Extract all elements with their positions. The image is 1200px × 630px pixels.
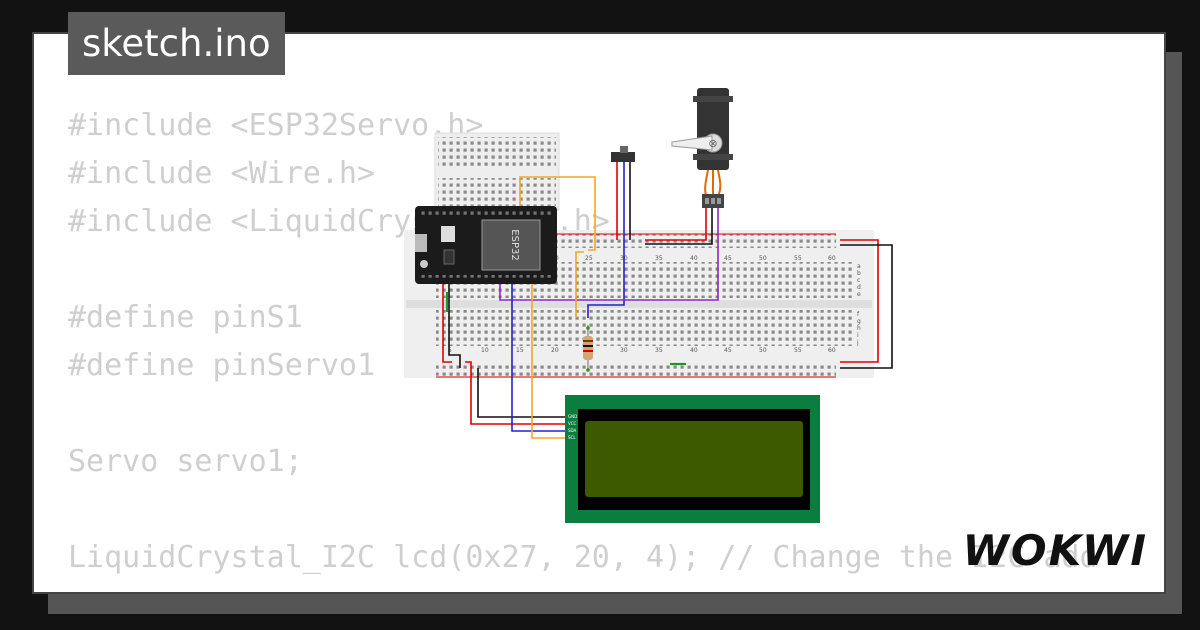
wokwi-logo: WOKWI <box>962 526 1148 575</box>
servo-motor: ⊗ <box>671 88 733 208</box>
servo-wire-red <box>645 206 707 241</box>
row-letter: i <box>857 332 859 339</box>
wire-orange <box>519 176 596 251</box>
column-number: 25 <box>585 255 593 262</box>
rail-wire-red <box>840 239 879 363</box>
esp-wire-black <box>448 284 461 368</box>
column-number: 55 <box>794 347 802 354</box>
resistor-wire-orange <box>575 251 584 318</box>
column-number: 40 <box>690 255 698 262</box>
small-breadboard <box>434 132 560 211</box>
column-number: 60 <box>828 347 836 354</box>
column-number: 45 <box>724 255 732 262</box>
servo-screw-icon: ⊗ <box>708 137 717 150</box>
servo-wire-black <box>645 206 713 245</box>
column-number: 10 <box>481 347 489 354</box>
lcd-wire-scl <box>531 284 566 439</box>
code-line: LiquidCrystal_I2C lcd(0x27, 20, 4); // C… <box>68 540 1098 575</box>
lcd-display: GND VCC SDA SCL <box>565 395 820 523</box>
column-number: 50 <box>759 255 767 262</box>
code-line: #include <Wire.h> <box>68 156 376 191</box>
row-letter: d <box>857 284 861 291</box>
row-letter: c <box>857 277 860 284</box>
column-number: 35 <box>655 347 663 354</box>
column-number: 40 <box>690 347 698 354</box>
code-line: #define pinServo1 <box>68 348 376 383</box>
lcd-pin-label: GND <box>568 414 577 419</box>
row-letter: g <box>857 318 861 325</box>
row-letter: j <box>856 339 859 346</box>
esp32-board: ESP32 <box>415 206 557 284</box>
lcd-wire-sda <box>511 284 566 432</box>
lcd-wire-gnd <box>477 368 566 418</box>
row-letter: a <box>857 263 861 270</box>
column-number: 5 <box>448 347 452 354</box>
button <box>420 260 428 268</box>
row-letter: e <box>857 291 861 298</box>
wire-blue <box>587 162 625 318</box>
column-number: 20 <box>551 347 559 354</box>
usb-port <box>415 234 427 252</box>
column-number: 35 <box>655 255 663 262</box>
file-title: sketch.ino <box>68 12 285 75</box>
lcd-pin-label: SDA <box>568 428 577 433</box>
code-line: Servo servo1; <box>68 444 303 479</box>
lcd-pin-label: VCC <box>568 421 577 426</box>
rail-wire-black <box>840 244 893 369</box>
row-letter: b <box>857 270 861 277</box>
column-number: 55 <box>794 255 802 262</box>
column-number: 60 <box>828 255 836 262</box>
servo-wire-purple <box>499 206 719 301</box>
row-letter: f <box>857 311 860 318</box>
column-number: 15 <box>516 347 524 354</box>
esp-chip-label: ESP32 <box>509 229 520 260</box>
code-line: #define pinS1 <box>68 300 303 335</box>
slide-switch <box>611 146 635 162</box>
column-number: 50 <box>759 347 767 354</box>
column-number: 45 <box>724 347 732 354</box>
resistor <box>583 325 593 372</box>
row-letter: h <box>857 325 861 332</box>
lcd-pin-label: SCL <box>568 435 576 440</box>
esp-wire-red <box>442 284 452 363</box>
column-number: 30 <box>620 347 628 354</box>
lcd-wire-vcc <box>465 361 566 425</box>
wires <box>442 162 893 439</box>
